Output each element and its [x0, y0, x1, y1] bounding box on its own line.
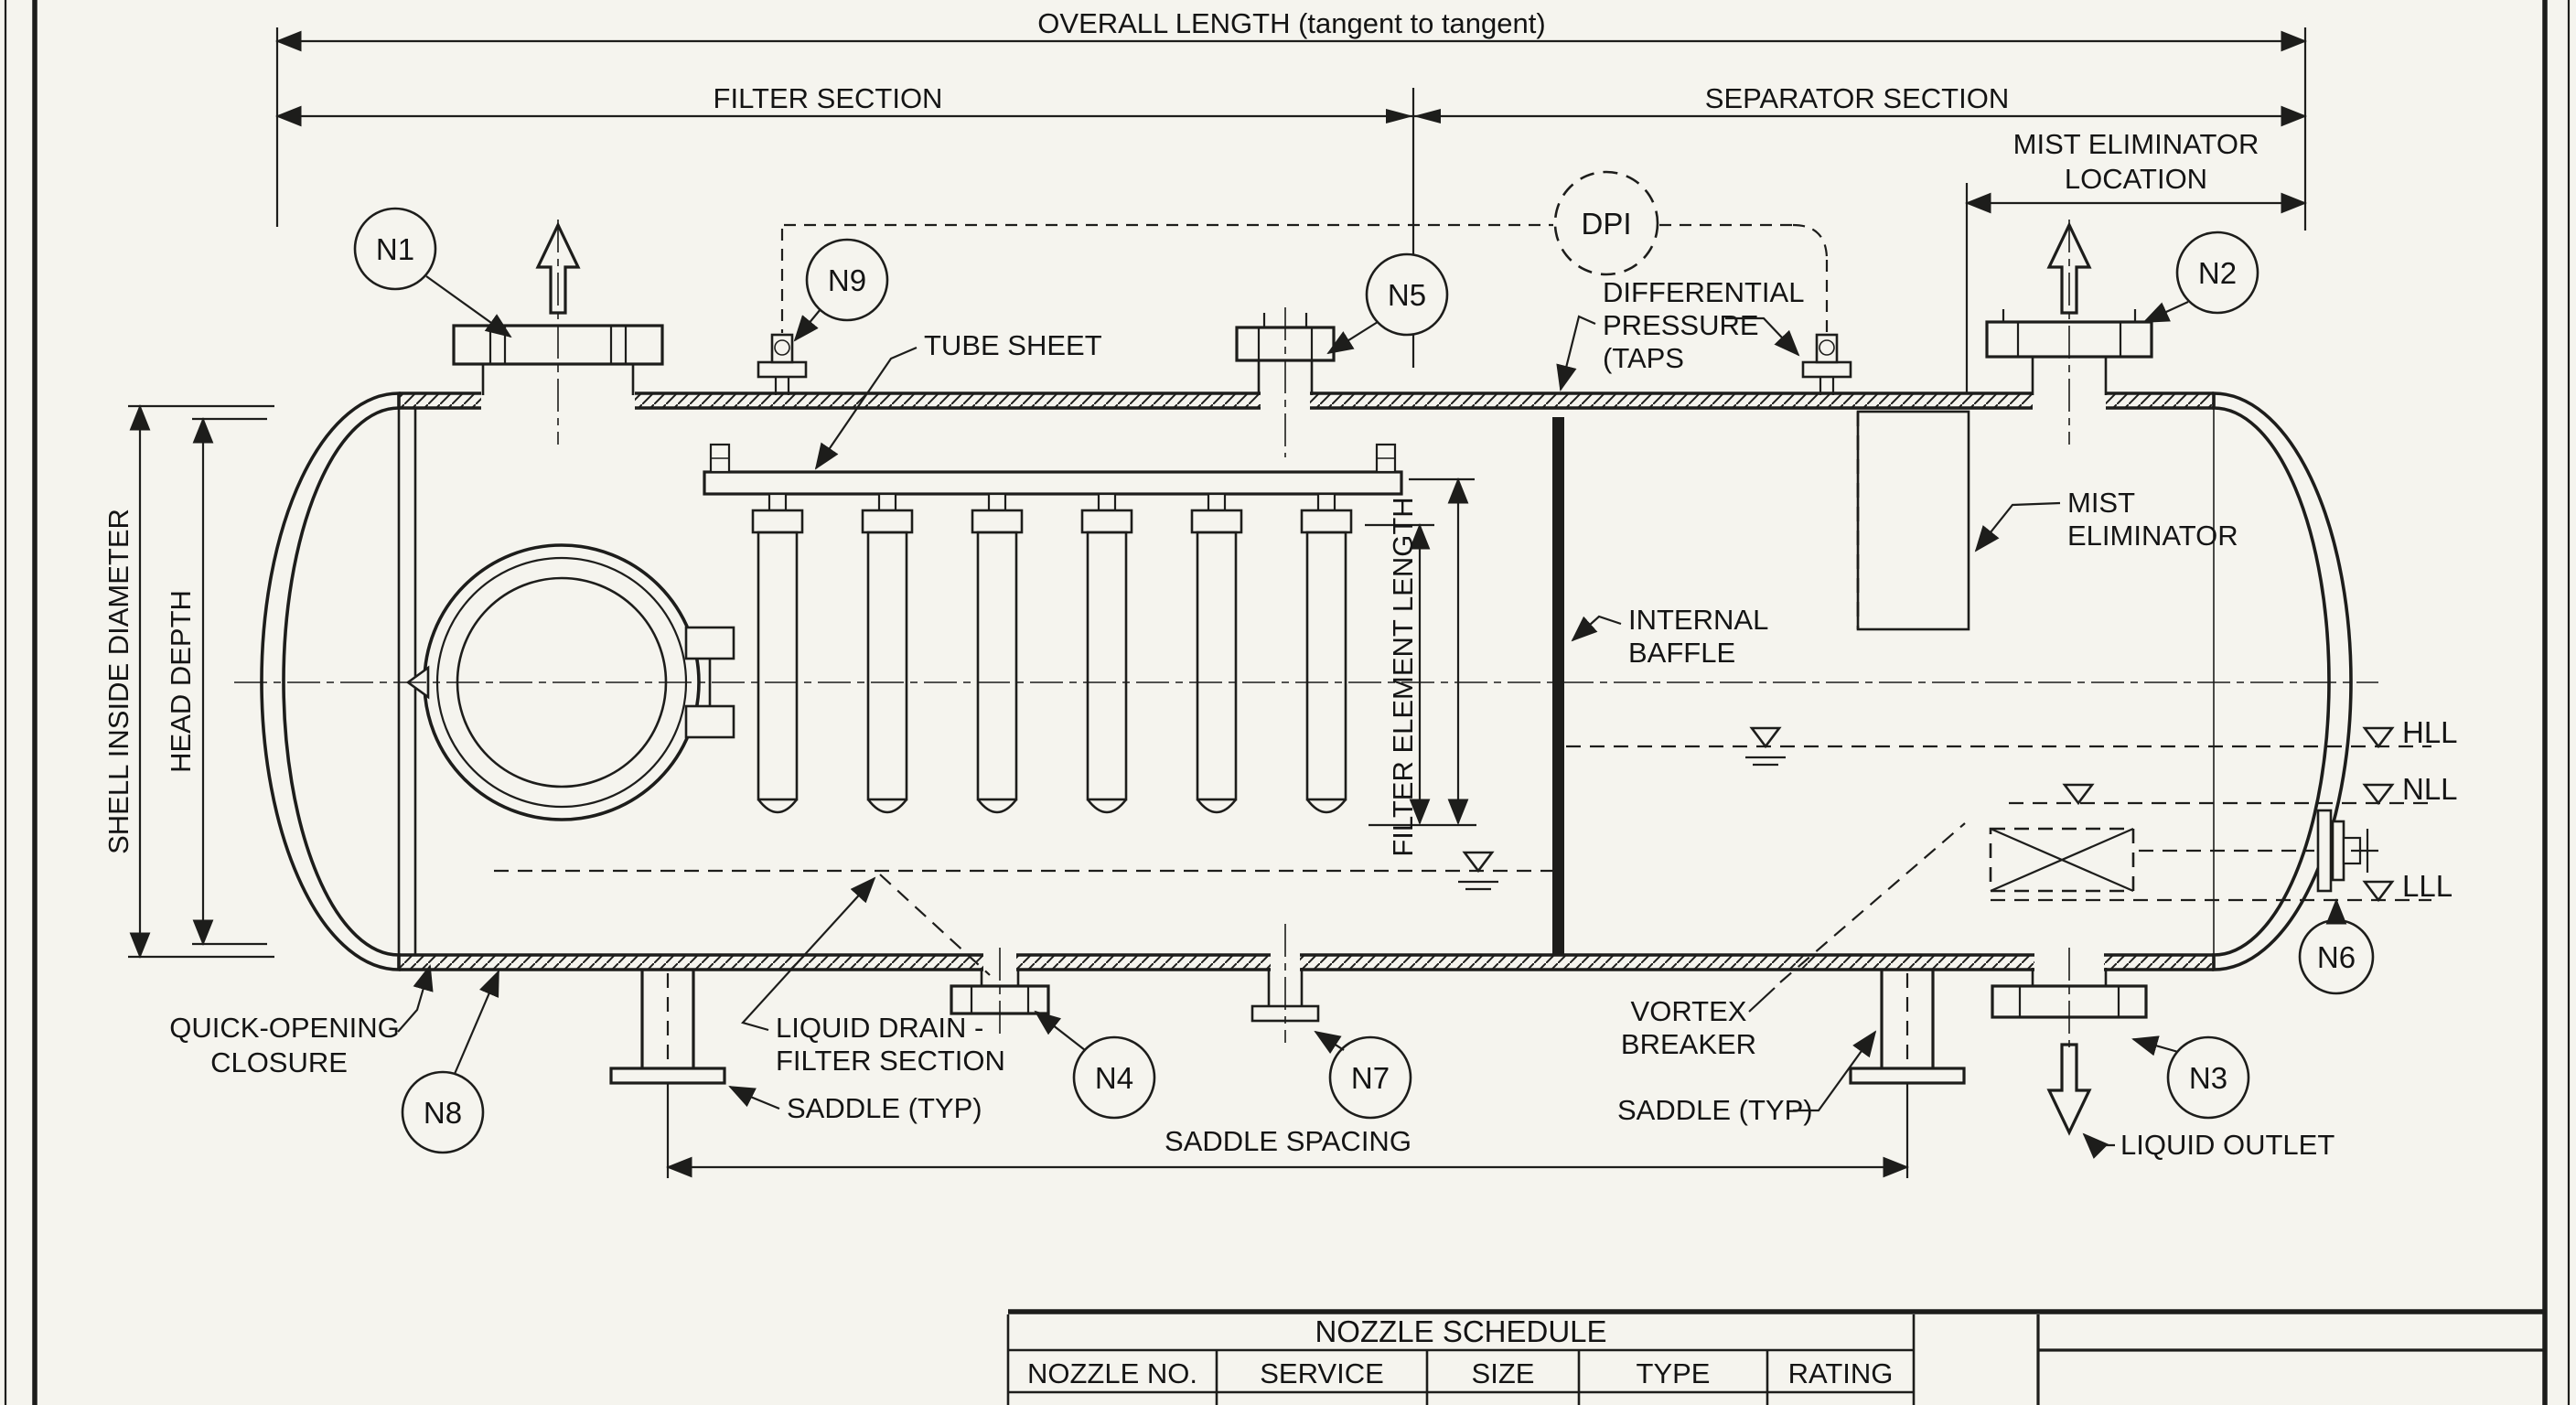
nozzle-tag-n1: N1: [353, 207, 512, 338]
mist-eliminator-label: ELIMINATOR: [2067, 520, 2238, 552]
svg-text:N9: N9: [828, 263, 866, 297]
nozzle-tag-n5: N5: [1326, 252, 1449, 355]
tube-sheet-bolt: [709, 443, 731, 474]
tube-sheet-label: TUBE SHEET: [924, 329, 1102, 361]
closure-hinge-lug: [684, 704, 735, 739]
liquid-drain-label: LIQUID DRAIN -: [776, 1012, 983, 1044]
closure-hinge-lug: [684, 626, 735, 660]
vortex-breaker-label: VORTEX: [1631, 995, 1747, 1027]
differential-pressure-label: DIFFERENTIAL: [1603, 276, 1804, 308]
column-header: SIZE: [1472, 1357, 1535, 1389]
nozzle-schedule-title: NOZZLE SCHEDULE: [1315, 1314, 1606, 1348]
nozzle-n2: [1985, 220, 2153, 445]
nozzle-n4: [950, 948, 1050, 1034]
callouts: TUBE SHEET DIFFERENTIAL PRESSURE (TAPS I…: [169, 276, 2334, 1161]
mist-eliminator-location-label: LOCATION: [2065, 163, 2207, 195]
svg-text:N4: N4: [1095, 1061, 1133, 1095]
tube-sheet-bolt: [1375, 443, 1397, 474]
tube-sheet: [703, 470, 1403, 496]
saddle-spacing-label: SADDLE SPACING: [1165, 1125, 1411, 1157]
nozzle-n7: [1250, 924, 1320, 1043]
separator-section-label: SEPARATOR SECTION: [1705, 82, 2009, 114]
nozzle-schedule-table: NOZZLE SCHEDULE NOZZLE NO. SERVICE SIZE …: [1006, 1309, 2545, 1405]
nozzle-tag-n7: N7: [1314, 1030, 1412, 1120]
shell-bottom-wall: [399, 955, 2214, 970]
title-block: [2036, 1314, 2545, 1405]
mist-eliminator-label: MIST: [2067, 487, 2135, 519]
mist-eliminator-location-label: MIST ELIMINATOR: [2013, 128, 2259, 160]
differential-pressure-label: (TAPS: [1603, 342, 1684, 374]
liquid-levels: HLL NLL LLL: [494, 715, 2458, 976]
internal-baffle-label: BAFFLE: [1628, 637, 1735, 669]
vortex-breaker-label: BREAKER: [1621, 1028, 1756, 1060]
quick-opening-closure-label: QUICK-OPENING: [169, 1012, 399, 1044]
column-header: TYPE: [1637, 1357, 1711, 1389]
dimensions: OVERALL LENGTH (tangent to tangent) FILT…: [102, 7, 2308, 1178]
shell-inside-diameter-label: SHELL INSIDE DIAMETER: [102, 509, 134, 854]
saddle-typ-right-label: SADDLE (TYP): [1617, 1094, 1813, 1126]
overall-length-label: OVERALL LENGTH (tangent to tangent): [1037, 7, 1545, 39]
internal-baffle-label: INTERNAL: [1628, 604, 1768, 636]
nozzle-tag-n4: N4: [1034, 1010, 1156, 1120]
dpi-tag: DPI: [1581, 207, 1631, 241]
nozzle-n9: [757, 229, 808, 397]
nozzle-tags: N1 N9 N5 N2 N8 N4 N7: [353, 207, 2375, 1154]
head-depth-label: HEAD DEPTH: [165, 590, 197, 773]
svg-text:N1: N1: [376, 232, 414, 266]
internal-baffle: [1552, 417, 1564, 955]
nozzle-tag-n9: N9: [793, 238, 889, 342]
svg-text:N3: N3: [2189, 1061, 2227, 1095]
svg-text:N2: N2: [2198, 256, 2237, 290]
svg-text:N7: N7: [1351, 1061, 1390, 1095]
mist-eliminator-pad: [1856, 410, 1970, 631]
quick-opening-closure-label: CLOSURE: [210, 1046, 348, 1078]
nozzle-tag-n6: N6: [2298, 897, 2375, 995]
nll-label: NLL: [2402, 772, 2458, 806]
filter-section-label: FILTER SECTION: [714, 82, 943, 114]
hll-label: HLL: [2402, 715, 2458, 749]
nozzle-n6: [2316, 809, 2378, 893]
tube-sheet-assembly: [703, 443, 1403, 496]
svg-text:N6: N6: [2317, 940, 2356, 974]
column-header: SERVICE: [1260, 1357, 1384, 1389]
nozzle-n1: [452, 220, 664, 445]
sheet-frame: [4, 0, 2571, 1405]
liquid-outlet-label: LIQUID OUTLET: [2120, 1129, 2334, 1161]
svg-text:N5: N5: [1388, 278, 1426, 312]
nozzle-tag-n3: N3: [2131, 1035, 2250, 1120]
nozzle-tag-n8: N8: [401, 970, 500, 1154]
liquid-drain-label: FILTER SECTION: [776, 1045, 1005, 1077]
nozzle-n5: [1235, 307, 1336, 457]
vortex-breaker: [1989, 827, 2135, 893]
nozzle-n3: [1991, 948, 2148, 1134]
column-header: NOZZLE NO.: [1027, 1357, 1197, 1389]
column-header: RATING: [1788, 1357, 1894, 1389]
lll-label: LLL: [2402, 869, 2453, 903]
differential-pressure-label: PRESSURE: [1603, 309, 1759, 341]
nozzle-tag-n2: N2: [2142, 231, 2259, 323]
saddle-typ-left-label: SADDLE (TYP): [787, 1092, 982, 1124]
svg-text:N8: N8: [424, 1096, 462, 1130]
dpi-instrument: DPI: [784, 170, 1829, 333]
filter-element-length-label: FILTER ELEMENT LENGTH: [1387, 497, 1419, 856]
